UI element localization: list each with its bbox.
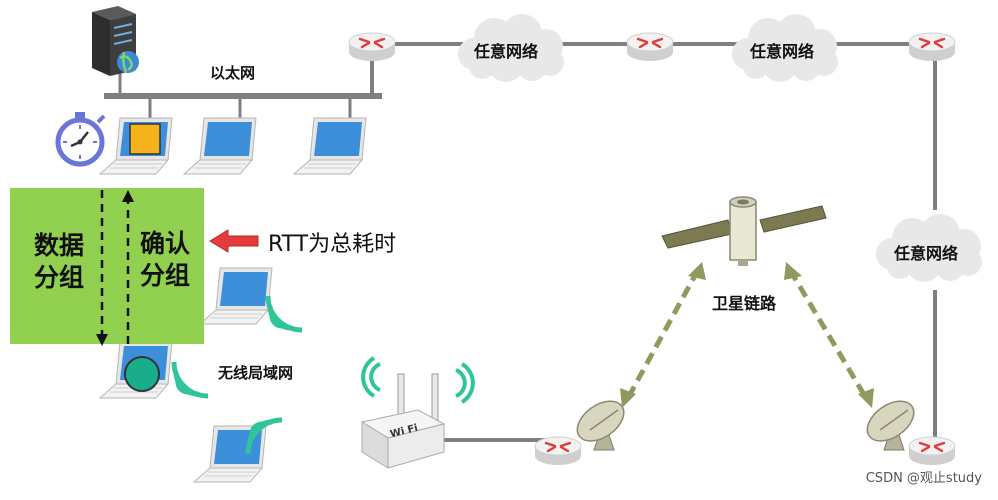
- cloud-label-3: 任意网络: [894, 244, 959, 263]
- data-marker: [124, 356, 160, 392]
- satellite-icon: [661, 196, 827, 266]
- cloud-label-2: 任意网络: [750, 42, 815, 61]
- ethernet-label: 以太网: [210, 64, 256, 82]
- wifi-router-icon: [360, 356, 475, 469]
- stopwatch-icon: [55, 112, 106, 167]
- rtt-label: RTT为总耗时: [268, 232, 397, 257]
- ack-packet-label: 确认 分组: [139, 229, 190, 290]
- ack-marker: [129, 123, 161, 155]
- cloud-label-1: 任意网络: [474, 42, 539, 61]
- rtt-arrow: [209, 229, 259, 253]
- data-packet-label: 数据 分组: [33, 231, 84, 292]
- satellite-link: [625, 268, 869, 400]
- satellite-label: 卫星链路: [712, 294, 777, 313]
- watermark: CSDN @观止study: [865, 471, 982, 486]
- packet-exchange-box: [10, 188, 204, 344]
- wlan-label: 无线局域网: [218, 364, 294, 382]
- server-icon: [92, 6, 139, 76]
